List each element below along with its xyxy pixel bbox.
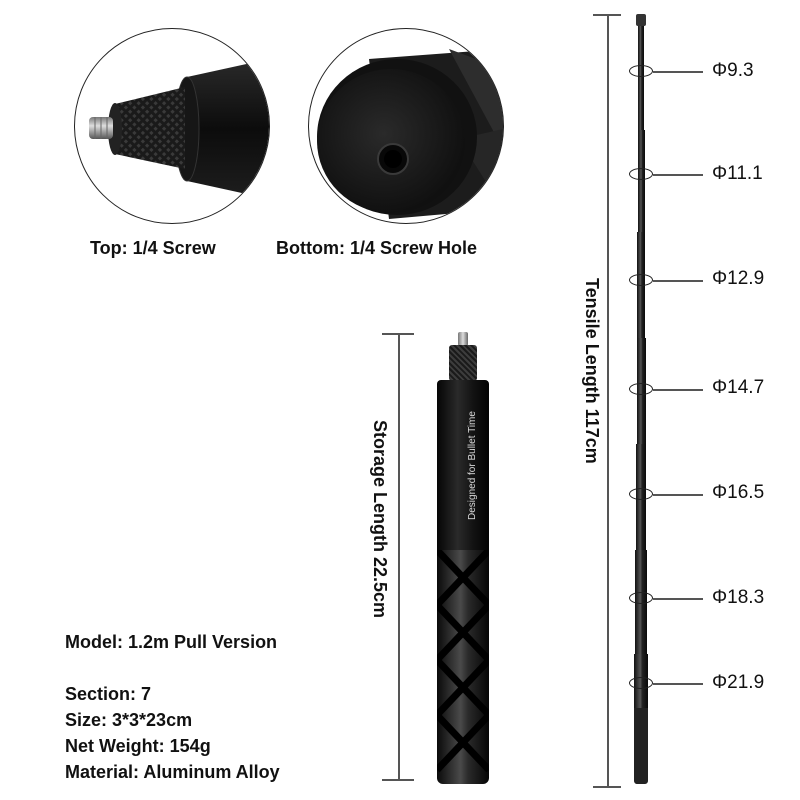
- leader-line: [653, 280, 703, 282]
- diameter-label: Φ16.5: [712, 482, 765, 503]
- diameter-ring-icon: [629, 677, 653, 689]
- pole-section-1: [638, 26, 644, 130]
- tensile-dimension-tick-bottom: [593, 786, 621, 788]
- diameter-label: Φ18.3: [712, 587, 765, 608]
- storage-dimension-tick-top: [382, 333, 414, 335]
- tensile-dimension-tick-top: [593, 14, 621, 16]
- pole-grip-extended: [634, 708, 648, 784]
- leader-line: [653, 598, 703, 600]
- threaded-screw-hole-icon: [317, 49, 503, 219]
- spec-material: Material: Aluminum Alloy: [65, 762, 280, 782]
- diameter-ring-icon: [629, 168, 653, 180]
- knurled-cap: [449, 345, 477, 381]
- diameter-label: Φ14.7: [712, 377, 765, 398]
- diameter-label: Φ9.3: [712, 60, 754, 81]
- tensile-dimension-line: [607, 14, 609, 786]
- diameter-ring-icon: [629, 488, 653, 500]
- top-detail-caption: Top: 1/4 Screw: [90, 238, 216, 258]
- top-detail-circle: [74, 28, 270, 224]
- diameter-label: Φ12.9: [712, 268, 765, 289]
- storage-dimension-tick-bottom: [382, 779, 414, 781]
- spec-weight: Net Weight: 154g: [65, 736, 211, 756]
- leader-line: [653, 494, 703, 496]
- spec-size: Size: 3*3*23cm: [65, 710, 193, 730]
- diameter-ring-icon: [629, 592, 653, 604]
- pole-body: [437, 380, 489, 550]
- diameter-ring-icon: [629, 383, 653, 395]
- pole-grip: [437, 550, 489, 784]
- crosshatch-grip-pattern-icon: [437, 550, 489, 773]
- knurled-screw-mount-icon: [89, 59, 269, 199]
- storage-dimension-line: [398, 333, 400, 779]
- diameter-label: Φ11.1: [712, 163, 763, 184]
- spec-model: Model: 1.2m Pull Version: [65, 632, 278, 652]
- diameter-ring-icon: [629, 65, 653, 77]
- leader-line: [653, 683, 703, 685]
- leader-line: [653, 174, 703, 176]
- leader-line: [653, 71, 703, 73]
- diameter-ring-icon: [629, 274, 653, 286]
- leader-line: [653, 389, 703, 391]
- pole-tip-screw: [636, 14, 646, 26]
- spec-section: Section: 7: [65, 684, 152, 704]
- diameter-label: Φ21.9: [712, 672, 765, 693]
- bottom-detail-circle: [308, 28, 504, 224]
- collapsed-pole: Designed for Bullet Time: [437, 330, 489, 786]
- bottom-detail-caption: Bottom: 1/4 Screw Hole: [276, 238, 478, 258]
- storage-length-label: Storage Length 22.5cm: [370, 420, 390, 619]
- pole-section-2: [637, 130, 645, 232]
- tensile-length-label: Tensile Length 117cm: [582, 278, 602, 464]
- screw-tip: [458, 332, 468, 346]
- engraving-text: Designed for Bullet Time: [467, 411, 478, 520]
